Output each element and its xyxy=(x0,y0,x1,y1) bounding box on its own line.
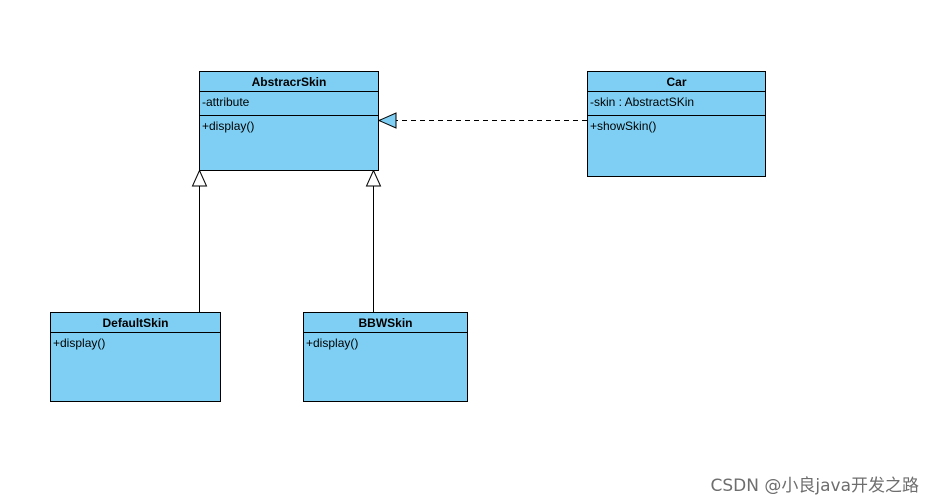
class-name: BBWSkin xyxy=(304,313,467,333)
class-default-skin[interactable]: DefaultSkin +display() xyxy=(50,312,221,402)
attribute: -skin : AbstractSKin xyxy=(590,95,695,109)
operations-compartment: +showSkin() xyxy=(588,116,765,135)
generalization-defaultskin-to-abstract-skin xyxy=(191,169,208,312)
realization-car-to-abstract-skin xyxy=(377,112,587,129)
attribute: -attribute xyxy=(202,95,250,109)
generalization-bbwskin-to-abstract-skin xyxy=(365,169,382,312)
class-abstract-skin[interactable]: AbstracrSkin -attribute +display() xyxy=(199,71,379,171)
attributes-compartment: -skin : AbstractSKin xyxy=(588,92,765,116)
class-name: DefaultSkin xyxy=(51,313,220,333)
attributes-compartment: -attribute xyxy=(200,92,378,116)
operations-compartment: +display() xyxy=(51,333,220,352)
generalization-arrowhead xyxy=(365,169,382,187)
realization-arrowhead xyxy=(377,112,397,129)
operations-compartment: +display() xyxy=(200,116,378,135)
class-bbw-skin[interactable]: BBWSkin +display() xyxy=(303,312,468,402)
generalization-arrowhead xyxy=(191,169,208,187)
operation: +display() xyxy=(202,119,255,133)
operation: +showSkin() xyxy=(590,119,657,133)
class-car[interactable]: Car -skin : AbstractSKin +showSkin() xyxy=(587,71,766,177)
operation: +display() xyxy=(53,336,106,350)
operations-compartment: +display() xyxy=(304,333,467,352)
watermark: CSDN @小良java开发之路 xyxy=(710,476,920,496)
class-name: AbstracrSkin xyxy=(200,72,378,92)
operation: +display() xyxy=(306,336,359,350)
class-name: Car xyxy=(588,72,765,92)
